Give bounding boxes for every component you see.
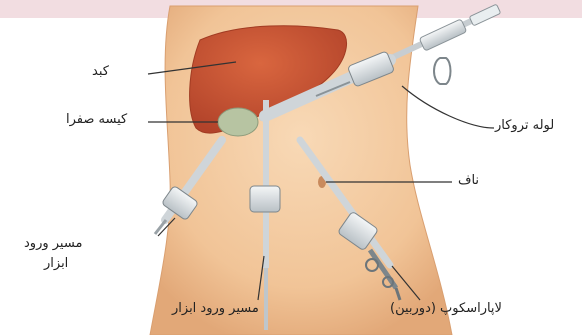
label-instrument-path-left-1: مسیر ورود xyxy=(24,236,82,251)
instrument-ring xyxy=(434,58,451,84)
label-trocar-tube: لوله تروکار xyxy=(495,118,554,133)
label-laparoscope: لاپاراسکوپ (دوربین) xyxy=(390,301,502,316)
label-instrument-path-bottom: مسیر ورود ابزار xyxy=(172,301,259,316)
leader-trocar xyxy=(402,86,494,128)
label-liver: کبد xyxy=(92,64,109,79)
gallbladder-shape xyxy=(218,108,258,136)
label-navel: ناف xyxy=(458,173,479,188)
label-instrument-path-left-2: ابزار xyxy=(44,256,68,271)
label-gallbladder: کیسه صفرا xyxy=(66,112,127,127)
